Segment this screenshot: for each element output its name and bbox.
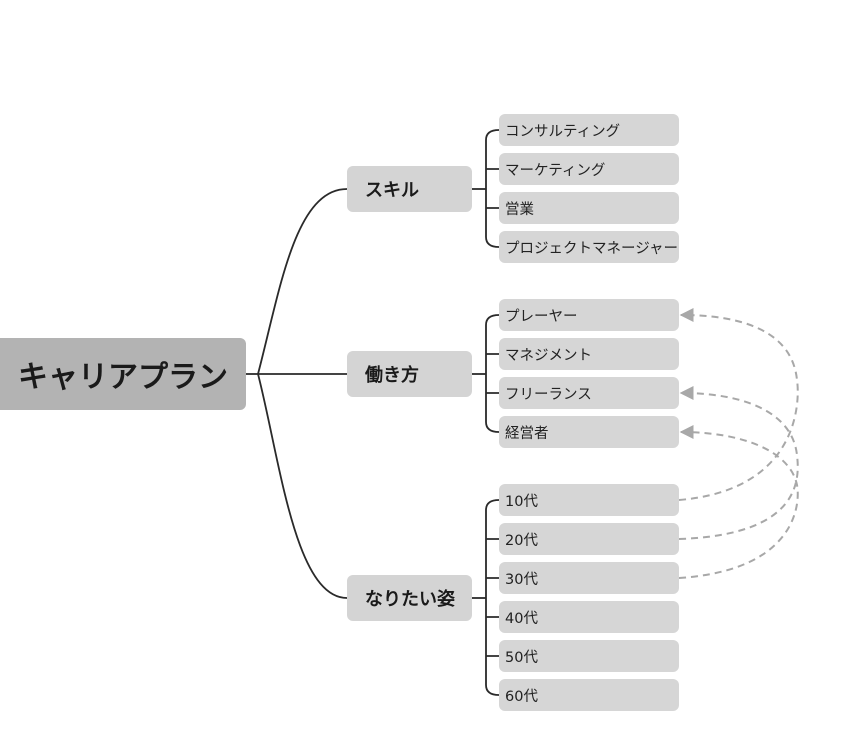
leaf-node[interactable]: 20代 [499,523,679,555]
leaf-label: フリーランス [505,386,592,403]
branch-node-work-style[interactable]: 働き方 [347,351,472,397]
leaf-label: 50代 [505,649,538,666]
leaf-node[interactable]: コンサルティング [499,114,679,146]
leaf-node[interactable]: マーケティング [499,153,679,185]
leaf-node[interactable]: 10代 [499,484,679,516]
leaf-label: 30代 [505,571,538,588]
leaf-node[interactable]: 60代 [499,679,679,711]
leaf-tick [486,538,499,657]
branch-label: なりたい姿 [365,589,455,610]
leaf-bracket [485,499,500,696]
root-branch-connector [257,373,348,599]
leaf-label: プレーヤー [505,308,578,325]
relation-arrow [678,425,799,579]
leaf-label: マーケティング [505,162,606,179]
leaf-label: 20代 [505,532,538,549]
leaf-node[interactable]: フリーランス [499,377,679,409]
leaf-node[interactable]: 経営者 [499,416,679,448]
leaf-bracket [485,129,500,248]
leaf-label: 10代 [505,493,538,510]
leaf-node[interactable]: マネジメント [499,338,679,370]
leaf-label: 60代 [505,688,538,705]
leaf-label: 40代 [505,610,538,627]
leaf-label: 経営者 [505,425,549,442]
leaf-node[interactable]: プロジェクトマネージャー [499,231,679,263]
leaf-node[interactable]: 50代 [499,640,679,672]
branch-label: 働き方 [365,365,419,386]
leaf-tick [486,353,499,394]
leaf-label: 営業 [505,201,534,218]
leaf-label: プロジェクトマネージャー [505,240,678,257]
root-branch-connector [257,188,348,375]
leaf-node[interactable]: プレーヤー [499,299,679,331]
leaf-bracket [485,314,500,433]
root-node[interactable]: キャリアプラン [0,338,246,410]
leaf-label: マネジメント [505,347,592,364]
relation-arrow [678,308,799,501]
root-label: キャリアプラン [18,360,228,395]
leaf-node[interactable]: 30代 [499,562,679,594]
leaf-node[interactable]: 営業 [499,192,679,224]
branch-label: スキル [365,180,419,201]
leaf-node[interactable]: 40代 [499,601,679,633]
leaf-label: コンサルティング [505,123,621,140]
branch-node-goal[interactable]: なりたい姿 [347,575,472,621]
leaf-tick [486,168,499,209]
relation-arrow [678,386,799,540]
branch-node-skill[interactable]: スキル [347,166,472,212]
